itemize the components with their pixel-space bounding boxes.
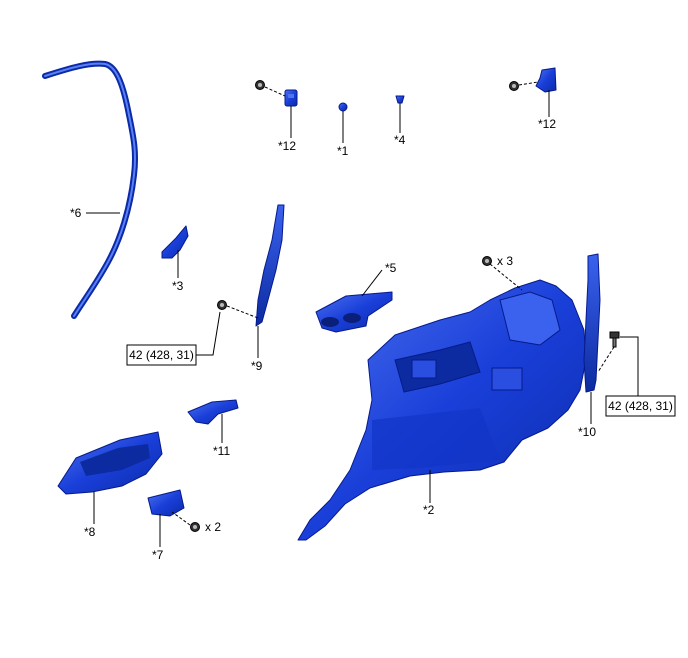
- callout-4: *4: [394, 133, 406, 147]
- part-10-pillar-strip: [583, 253, 601, 393]
- clip-icon: [395, 95, 405, 104]
- callout-8: *8: [84, 525, 96, 539]
- callout-3: *3: [172, 279, 184, 293]
- callout-1: *1: [337, 144, 349, 158]
- callout-9: *9: [251, 359, 263, 373]
- dash-10: [597, 346, 615, 373]
- part-3-trim-piece: [161, 225, 189, 259]
- dash-2: [489, 263, 523, 291]
- leader-5: [361, 269, 383, 297]
- bolt-icon: [509, 81, 519, 91]
- part-12-left-bracket: [284, 89, 298, 107]
- callout-7: *7: [152, 548, 164, 562]
- callout-12-right: *12: [538, 117, 556, 131]
- dash-12-left: [264, 86, 286, 97]
- part-5-cup-holder: [315, 291, 393, 333]
- torque-label-left: 42 (428, 31): [129, 348, 194, 362]
- dash-12-right: [518, 81, 539, 86]
- bolt-icon: [190, 522, 200, 532]
- part-12-right-bracket: [535, 67, 557, 93]
- callout-10: *10: [578, 425, 596, 439]
- bolt-icon: [255, 80, 265, 90]
- torque-box-left: [126, 344, 197, 366]
- callout-6: *6: [70, 206, 82, 220]
- clip-icon: [338, 102, 348, 112]
- leader-torque-right: [620, 336, 639, 396]
- screw-icon: [609, 331, 620, 348]
- part-6-weatherstrip: [42, 60, 139, 319]
- callout-5: *5: [385, 261, 397, 275]
- callout-12-left: *12: [278, 139, 296, 153]
- bolt-icon: [217, 300, 227, 310]
- torque-label-right: 42 (428, 31): [608, 399, 673, 413]
- dash-7: [171, 511, 191, 526]
- part-9-pillar-garnish: [255, 204, 285, 327]
- part-11-trim-piece: [187, 399, 239, 425]
- part-2-quarter-trim-panel: [297, 279, 587, 541]
- callout-2: *2: [423, 503, 435, 517]
- clip-icon: [482, 256, 492, 266]
- part-7-bracket: [147, 489, 185, 517]
- part-8-storage-tray: [57, 431, 163, 495]
- torque-box-right: [605, 395, 676, 417]
- dash-9: [226, 305, 259, 319]
- leader-torque-left: [196, 311, 221, 356]
- quantity-x3: x 3: [497, 254, 513, 268]
- callout-11: *11: [213, 444, 230, 458]
- quantity-x2: x 2: [205, 520, 221, 534]
